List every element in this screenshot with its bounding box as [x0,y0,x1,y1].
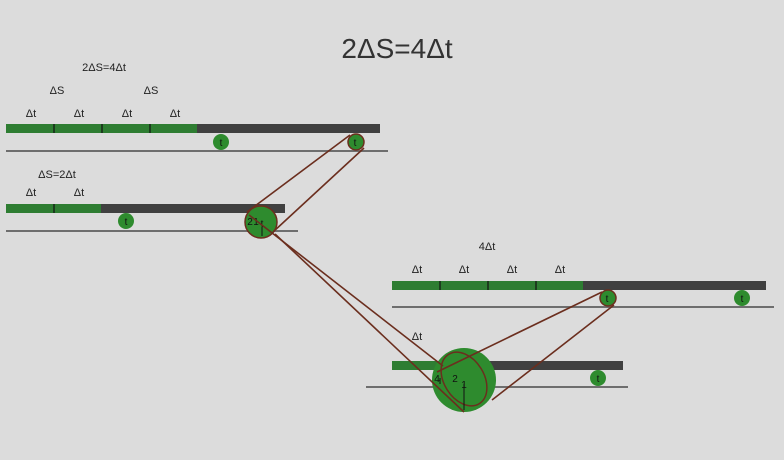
zoom-bubble-2-label-4: 4 [434,374,440,385]
timeline-2-marker-1 [118,213,134,229]
timeline-2-seg-label-2: Δt [74,187,84,199]
zoom-bubble-2-label-2: 2 [452,374,458,385]
zoom-bubble-1-label-1: 1 [253,217,259,228]
timeline-3-marker-2-label: t [741,294,744,305]
timeline-4-marker-1 [590,370,606,386]
timeline-2-seg-label-1: Δt [26,187,36,199]
zoom-bubble-2-ring [440,351,488,407]
timeline-4-progress [392,361,440,370]
connector-line [274,233,465,413]
timeline-2-track [6,204,285,213]
timeline-3-seg-label-4: Δt [555,264,565,276]
connector-line [491,304,615,401]
timeline-1-marker-2 [347,133,365,151]
timeline-1-marker-2-label: t [354,138,357,149]
timeline-1-top-label: 2ΔS=4Δt [82,62,126,74]
timeline-1-seg-label-3: Δt [122,108,132,120]
connectors [246,134,615,413]
timeline-1-mid-label-2: ΔS [144,85,159,97]
timeline-1: 2ΔS=4Δt ΔS ΔS Δt Δt Δt Δt t t [6,62,388,152]
timeline-1-marker-1-label: t [220,138,223,149]
timeline-1-seg-label-2: Δt [74,108,84,120]
timeline-1-marker-1 [213,134,229,150]
timeline-3-marker-1 [599,289,617,307]
connector-line [436,291,603,373]
timeline-1-mid-label-1: ΔS [50,85,65,97]
connector-line [246,134,351,213]
timeline-1-seg-label-4: Δt [170,108,180,120]
timeline-3-marker-2 [734,290,750,306]
page-title: 2ΔS=4Δt [341,33,453,64]
timeline-3-seg-label-2: Δt [459,264,469,276]
timeline-3: 4Δt Δt Δt Δt Δt t t [392,241,774,308]
timeline-1-seg-label-1: Δt [26,108,36,120]
timeline-2-marker-1-label: t [125,217,128,228]
timeline-2-top-label: ΔS=2Δt [38,169,76,181]
timeline-4-track [392,361,623,370]
timeline-3-seg-label-1: Δt [412,264,422,276]
timeline-4-top-label: Δt [412,331,422,343]
connector-line [272,147,365,233]
zoom-bubble-2: 4 2 1 [432,348,496,412]
timeline-2: ΔS=2Δt Δt Δt t [6,169,298,232]
timeline-4: Δt t [366,331,628,388]
zoom-bubble-1-label-2: 2 [247,217,253,228]
timeline-3-top-label: 4Δt [479,241,496,253]
timeline-3-marker-1-label: t [606,294,609,305]
timeline-4-marker-1-label: t [597,374,600,385]
timeline-3-seg-label-3: Δt [507,264,517,276]
